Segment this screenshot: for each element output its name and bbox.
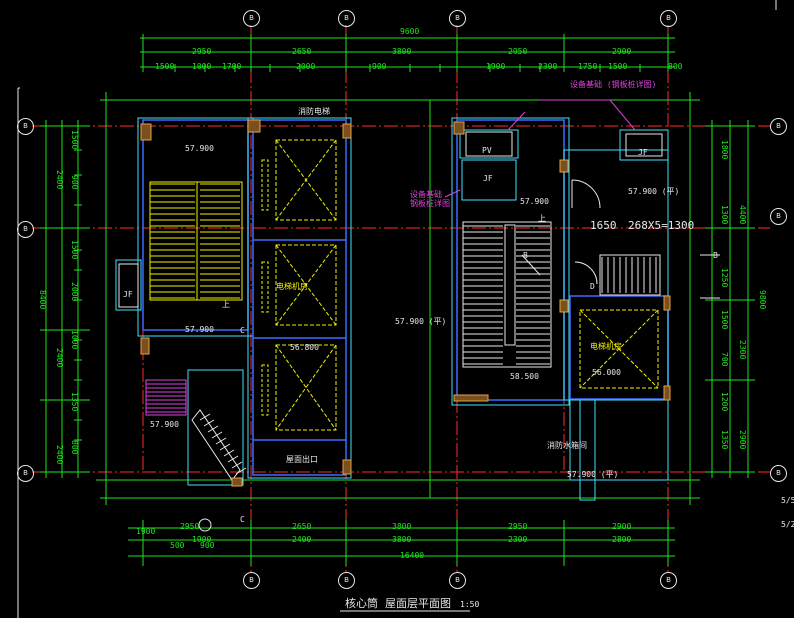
grid-bubble-left-3: B — [17, 465, 34, 482]
grid-bubble-bottom-1: B — [243, 572, 260, 589]
grid-bubble-right-3: B — [770, 465, 787, 482]
lower-stair-step — [219, 443, 231, 451]
grid-bubble-bottom-3: B — [449, 572, 466, 589]
grid-bubble-left-2: B — [17, 221, 34, 238]
lower-stair-step — [223, 449, 235, 457]
lower-stair-hatch — [145, 379, 187, 416]
left-stair-wall-outer — [137, 117, 254, 337]
grid-bubble-top-4: B — [660, 10, 677, 27]
column — [663, 295, 671, 311]
grid-bubble-right-2: B — [770, 208, 787, 225]
lower-stair-step — [235, 467, 247, 475]
elevator-shaft-wall-outer — [247, 117, 352, 479]
counterweight — [261, 261, 269, 313]
column — [342, 123, 352, 139]
column — [453, 121, 465, 135]
leader-line — [507, 111, 526, 131]
grid-bubble-top-2: B — [338, 10, 355, 27]
stair-well — [504, 224, 516, 346]
door-swing — [574, 261, 598, 285]
column — [140, 123, 152, 141]
elevator-car-diagonal — [579, 309, 659, 389]
right-stair-wall-outer — [451, 117, 570, 406]
lower-stair-step — [227, 455, 239, 463]
leader-line — [444, 189, 461, 198]
jf-shaft-mid — [461, 159, 517, 201]
column — [559, 299, 569, 313]
pv-box-inner — [465, 131, 513, 157]
lower-stair-wall — [187, 369, 244, 486]
elevator-shaft-wall — [252, 119, 347, 476]
column — [140, 337, 150, 355]
column — [342, 459, 352, 475]
grid-bubble-right-1: B — [770, 118, 787, 135]
elevator-car-diagonal — [275, 139, 337, 221]
lower-stair-diagonal — [191, 409, 241, 481]
left-stair-flight — [149, 181, 243, 301]
counterweight — [261, 159, 269, 211]
right-elevator-car — [579, 309, 659, 389]
grid-bubble-bottom-2: B — [338, 572, 355, 589]
lower-stair-step — [203, 419, 215, 427]
elevator-car-diagonal — [275, 344, 337, 431]
elevator-car — [275, 244, 337, 326]
right-stair-flight — [462, 221, 552, 368]
lower-stair-step — [199, 413, 211, 421]
column — [663, 385, 671, 401]
column — [247, 119, 261, 133]
lower-stair-step — [207, 425, 219, 433]
detail-circle — [198, 518, 212, 532]
elevator-car — [275, 139, 337, 221]
grid-bubble-left-1: B — [17, 118, 34, 135]
counterweight — [261, 364, 269, 416]
shaft-jf-left — [115, 259, 142, 311]
small-stair — [599, 254, 661, 296]
lower-right-corridor — [579, 399, 596, 501]
pv-box — [459, 129, 519, 159]
grid-bubble-top-3: B — [449, 10, 466, 27]
column — [559, 159, 569, 173]
elevator-car — [275, 344, 337, 431]
section-mark — [521, 254, 541, 276]
column — [453, 394, 489, 402]
grid-bubble-top-1: B — [243, 10, 260, 27]
lower-right-room — [569, 399, 669, 481]
lower-stair-step — [211, 431, 223, 439]
column — [231, 477, 243, 487]
leader-line — [609, 99, 636, 131]
elevator-car-diagonal — [275, 244, 337, 326]
lower-stair-step — [231, 461, 243, 469]
door-swing — [571, 179, 601, 209]
grid-bubble-bottom-4: B — [660, 572, 677, 589]
lower-stair-step — [215, 437, 227, 445]
elevator-car-diagonal — [275, 344, 337, 431]
jf-box-right-inner — [625, 133, 663, 157]
jf-box-right — [619, 129, 669, 161]
shaft-jf-left-inner — [118, 263, 139, 308]
